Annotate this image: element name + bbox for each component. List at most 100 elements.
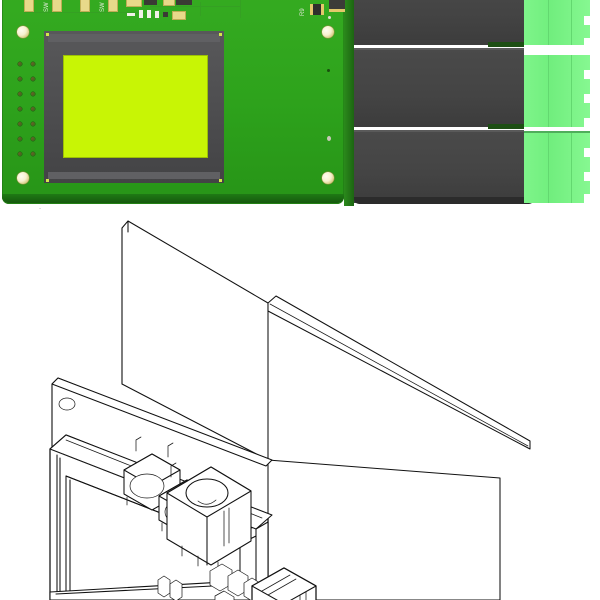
smd-component <box>127 13 135 16</box>
cad-line-drawing-panel <box>0 208 600 600</box>
lcd-screen <box>64 56 207 157</box>
connector-shadow <box>488 124 524 129</box>
via <box>328 16 331 19</box>
button-lead <box>135 436 142 452</box>
terminal-seam <box>548 55 549 127</box>
smd-component <box>157 575 171 598</box>
pin-header-hole <box>18 152 22 156</box>
smd-component <box>126 0 142 7</box>
pcb-trace <box>150 6 240 7</box>
pluggable-terminal-block <box>524 0 590 45</box>
smd-component <box>144 0 157 5</box>
lcd-bezel-top <box>48 34 220 42</box>
pluggable-terminal-block <box>524 133 590 203</box>
dark-connector-housing <box>354 0 524 45</box>
terminal-notch <box>584 38 592 45</box>
pin-header-hole <box>31 107 35 111</box>
smd-component <box>329 0 345 11</box>
mounting-hole <box>322 172 334 184</box>
terminal-notch <box>584 172 592 181</box>
terminal-notch <box>584 16 592 25</box>
pin-header-hole <box>18 137 22 141</box>
terminal-seam <box>571 0 572 45</box>
terminal-notch <box>584 94 592 103</box>
pcb-trace <box>240 0 241 18</box>
smd-component <box>155 11 159 18</box>
transformer-top-seam <box>261 574 291 592</box>
cad-drawing <box>39 208 531 600</box>
connector-shadow <box>488 42 524 47</box>
rendered-pcb-photo-panel: SW SW R9 <box>0 0 600 208</box>
via <box>327 69 330 72</box>
connector-housing-base <box>354 197 534 204</box>
pcb-bottom-edge <box>2 194 344 203</box>
smd-component <box>311 4 323 15</box>
smd-component <box>80 0 90 12</box>
pin-header-hole <box>31 152 35 156</box>
pin-header-hole <box>31 137 35 141</box>
mounting-hole <box>17 172 29 184</box>
pluggable-terminal-block <box>524 55 590 127</box>
mounting-hole <box>322 26 334 38</box>
terminal-notch <box>584 70 592 79</box>
tactile-button-1-cap <box>129 473 165 499</box>
transformer-top-seam <box>267 578 297 596</box>
smd-component <box>147 10 151 18</box>
dark-connector-housing <box>354 130 524 203</box>
smd-pad <box>329 9 345 12</box>
pin-header-hole <box>31 92 35 96</box>
pin-header-hole <box>18 77 22 81</box>
terminal-seam <box>571 133 572 203</box>
pcb-plate <box>267 295 531 450</box>
lcd-corner-pad <box>46 33 49 36</box>
connector-housing-highlight <box>354 130 524 132</box>
terminal-seam <box>548 0 549 45</box>
terminal-seam <box>524 131 590 133</box>
dark-connector-housing <box>354 48 524 127</box>
smd-component <box>176 0 192 5</box>
lcd-bezel-bottom <box>48 172 220 179</box>
silkscreen-label-r9: R9 <box>300 8 306 16</box>
pcb-right-edge <box>344 0 354 206</box>
lcd-corner-pad <box>46 179 49 182</box>
terminal-notch <box>584 118 592 127</box>
smd-component <box>24 0 34 12</box>
silkscreen-label-sw2: SW <box>100 2 106 12</box>
button-lead <box>167 442 174 458</box>
pin-header-hole <box>31 122 35 126</box>
smd-component <box>163 0 175 6</box>
transformer-block-top <box>251 567 317 600</box>
smd-component <box>108 0 118 12</box>
smd-component <box>139 10 143 18</box>
pcb-trace <box>200 2 201 16</box>
pin-header-hole <box>31 62 35 66</box>
smd-component <box>169 579 183 600</box>
terminal-seam <box>571 55 572 127</box>
terminal-notch <box>584 148 592 157</box>
pin-header-hole <box>18 122 22 126</box>
smd-pad <box>310 4 313 15</box>
lcd-corner-pad <box>219 179 222 182</box>
mounting-hole <box>17 26 29 38</box>
mounting-hole <box>58 397 76 411</box>
smd-component <box>172 11 186 20</box>
pcb-plate-top-line <box>269 303 529 447</box>
button-lead <box>170 462 177 478</box>
rotary-encoder-shaft-hole <box>185 478 229 508</box>
rotary-encoder-shaft <box>197 499 217 505</box>
lcd-bezel-bottom-lip <box>49 579 259 600</box>
panel-divider <box>0 207 600 208</box>
silkscreen-label-sw1: SW <box>44 2 50 12</box>
pin-header-hole <box>18 62 22 66</box>
pin-header-hole <box>18 92 22 96</box>
pin-header-hole <box>31 77 35 81</box>
terminal-seam <box>548 133 549 203</box>
pcb-plate-top-face <box>51 377 273 467</box>
pcb-trace <box>24 12 144 13</box>
smd-component <box>214 590 235 600</box>
connector-housing-highlight <box>354 48 524 50</box>
via <box>327 136 331 141</box>
pin-header-hole <box>18 107 22 111</box>
smd-pad <box>321 4 324 15</box>
